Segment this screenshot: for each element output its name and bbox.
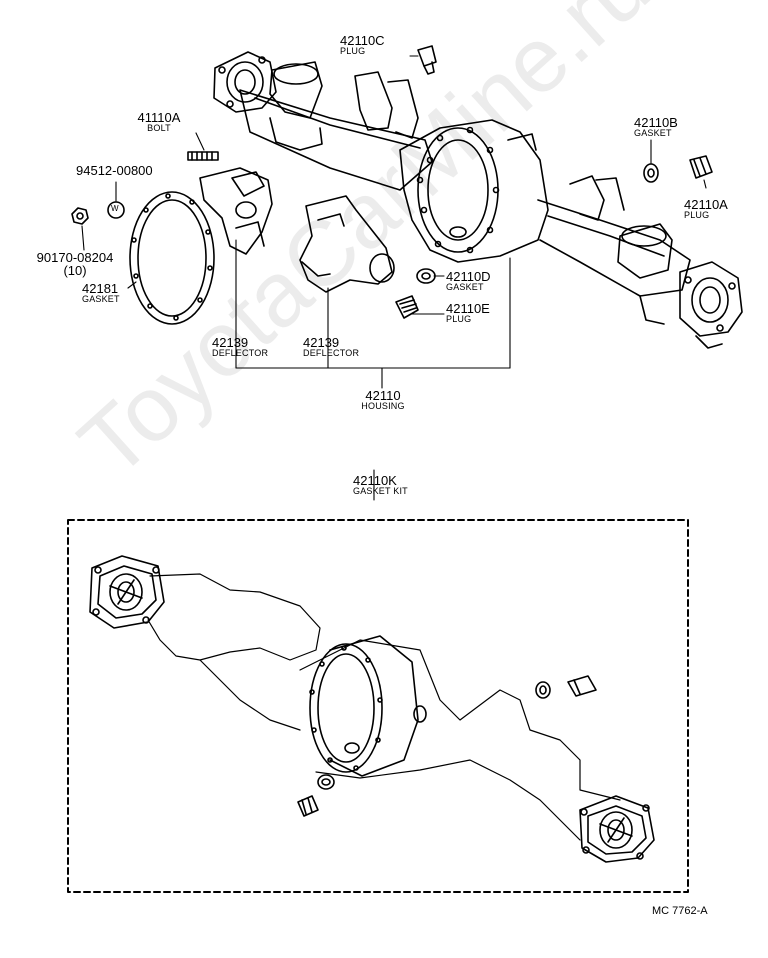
callout-90170-08204: 90170-08204 (10) [30, 251, 120, 277]
callout-42110k: 42110K GASKET KIT [353, 474, 408, 496]
part-number: 42110C [340, 33, 385, 48]
callout-94512-00800: 94512-00800 [76, 164, 153, 177]
gasket-kit-small-seal [413, 705, 427, 723]
bolt-41110a [187, 151, 219, 161]
gasket-42181 [129, 191, 215, 325]
quantity: (10) [63, 263, 87, 278]
part-name: GASKET [634, 128, 672, 138]
deflector-42139-a [199, 167, 273, 255]
part-name: PLUG [446, 314, 472, 324]
part-number: 42110 [365, 388, 401, 403]
part-number: 42110E [446, 301, 490, 316]
part-number: 42181 [82, 281, 119, 296]
part-number: 90170-08204 [36, 250, 114, 265]
washer-94512 [107, 201, 125, 219]
gasket-kit-washer-right [535, 681, 551, 699]
part-name: GASKET [82, 294, 120, 304]
gasket-kit-left-flange [89, 555, 165, 629]
callout-42181: 42181 GASKET [82, 282, 120, 304]
callout-41110a: 41110A BOLT [124, 111, 194, 133]
callout-42110d: 42110D GASKET [446, 270, 491, 292]
callout-42139-b: 42139 DEFLECTOR [303, 336, 359, 358]
part-number: 42110B [634, 115, 678, 130]
part-number: 94512-00800 [76, 163, 153, 178]
part-name: GASKET [446, 282, 484, 292]
callout-42139-a: 42139 DEFLECTOR [212, 336, 268, 358]
plug-42110c [417, 45, 437, 75]
gasket-kit-frame [67, 519, 689, 893]
gasket-42110d [416, 268, 436, 284]
plug-42110a [689, 155, 713, 179]
gasket-kit-carrier-gasket [309, 635, 419, 777]
gasket-42110b [643, 163, 659, 183]
part-number: 42110D [446, 269, 491, 284]
plug-42110e [395, 295, 419, 319]
washer-mark: W [111, 204, 119, 213]
part-name: BOLT [147, 123, 171, 133]
callout-42110a: 42110A PLUG [684, 198, 728, 220]
part-name: GASKET KIT [353, 486, 408, 496]
part-number: 41110A [137, 110, 181, 125]
part-name: DEFLECTOR [303, 348, 360, 358]
gasket-kit-plug-left [297, 795, 319, 817]
gasket-kit-right-flange [579, 795, 655, 863]
part-number: 42110K [353, 473, 397, 488]
gasket-kit-housing-outline [147, 573, 621, 841]
part-name: PLUG [684, 210, 710, 220]
deflector-42139-b [299, 195, 395, 293]
nut-90170 [71, 207, 89, 225]
callout-42110: 42110 HOUSING [348, 389, 418, 411]
part-number: 42110A [684, 197, 728, 212]
figure-code: MC 7762-A [652, 905, 708, 917]
callout-42110b: 42110B GASKET [634, 116, 678, 138]
part-name: PLUG [340, 46, 366, 56]
part-number: 42139 [303, 335, 340, 350]
part-name: HOUSING [361, 401, 405, 411]
part-number: 42139 [212, 335, 249, 350]
callout-42110e: 42110E PLUG [446, 302, 490, 324]
callout-42110c: 42110C PLUG [340, 34, 385, 56]
part-name: DEFLECTOR [212, 348, 269, 358]
gasket-kit-plug-right [567, 675, 597, 697]
gasket-kit-washer-left [317, 774, 335, 790]
axle-housing [213, 51, 743, 349]
leader-lines [81, 55, 707, 501]
